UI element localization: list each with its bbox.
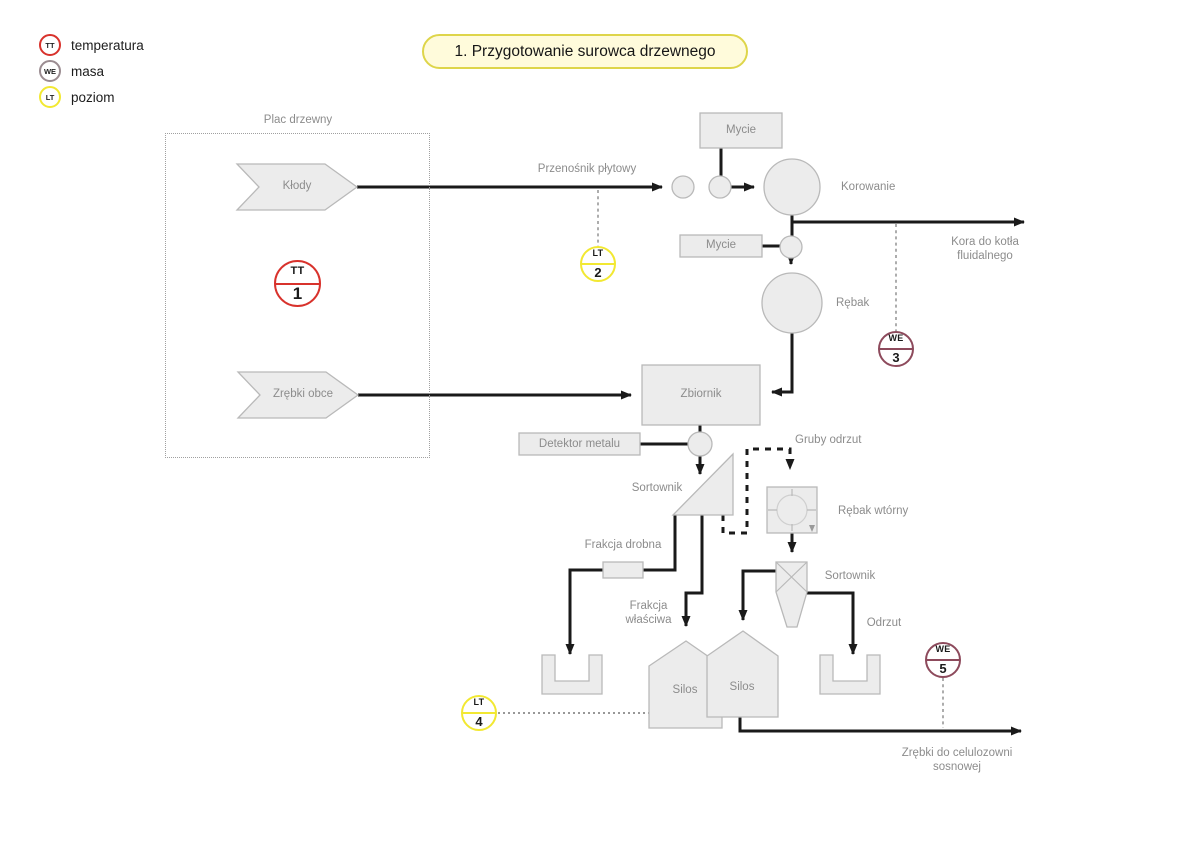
instrument-we3: WE 3 xyxy=(878,331,914,367)
detektor-roller xyxy=(687,431,713,457)
instrument-tag: TT xyxy=(290,264,305,277)
silos2-label: Silos xyxy=(729,681,755,693)
instrument-number: 4 xyxy=(475,714,483,729)
plac-drzewny-frame xyxy=(165,133,430,458)
legend-item-poziom: LT poziom xyxy=(39,86,115,108)
zbiornik-label: Zbiornik xyxy=(680,388,722,400)
kora-do-kotla-label: Kora do kotła fluidalnego xyxy=(951,236,1019,262)
flow-gruby-odrzut xyxy=(721,447,795,535)
klody-chevron xyxy=(235,163,359,211)
bin-frakcja-drobna xyxy=(541,654,603,695)
frakcja-drobna-box xyxy=(602,561,644,579)
flow-sortownik2-odrzut xyxy=(807,591,858,655)
flow-frakcja-drobna xyxy=(565,515,677,655)
przenosnik-plytowy-label: Przenośnik płytowy xyxy=(537,163,637,175)
mycie-box-1 xyxy=(699,112,783,149)
legend-label: poziom xyxy=(71,89,115,105)
legend-we-icon: WE xyxy=(39,60,61,82)
instrument-divider xyxy=(276,282,319,285)
detektor-metalu-label: Detektor metalu xyxy=(538,438,621,450)
rebak-circle xyxy=(761,272,823,334)
conveyor-roller-2 xyxy=(708,175,732,199)
gruby-odrzut-label: Gruby odrzut xyxy=(795,434,862,446)
instrument-divider xyxy=(927,659,959,661)
zbiornik-box xyxy=(641,364,761,426)
detektor-metalu-box xyxy=(518,432,641,456)
klody-label: Kłody xyxy=(282,180,312,192)
sortownik1-triangle xyxy=(671,452,734,516)
instrument-divider xyxy=(582,263,614,265)
process-shapes xyxy=(235,112,881,729)
instrument-number: 1 xyxy=(292,283,303,303)
legend-label: masa xyxy=(71,63,105,79)
instrument-number: 2 xyxy=(594,265,602,280)
wash-roller xyxy=(779,235,803,259)
plac-drzewny-label: Plac drzewny xyxy=(263,114,333,126)
flow-sortownik2-to-silos xyxy=(738,569,776,621)
korowanie-circle xyxy=(763,158,821,216)
silos1-label: Silos xyxy=(672,684,698,696)
bin-odrzut xyxy=(819,654,881,695)
rebak-wtorny-label: Rębak wtórny xyxy=(838,505,909,517)
frakcja-wlasciwa-label: Frakcja właściwa xyxy=(625,600,672,626)
instrument-lt4: LT 4 xyxy=(461,695,497,731)
legend-lt-icon: LT xyxy=(39,86,61,108)
odrzut-label: Odrzut xyxy=(866,617,902,629)
instrument-tag: WE xyxy=(888,333,904,343)
instrument-tag: LT xyxy=(592,248,604,258)
flow-rebak-to-zbiornik xyxy=(771,333,794,397)
conveyor-roller-1 xyxy=(671,175,695,199)
sortownik2-cross xyxy=(775,561,808,593)
korowanie-label: Korowanie xyxy=(841,181,896,193)
zrebki-do-celulozowni-label: Zrębki do celulozowni sosnowej xyxy=(901,747,1013,773)
instrument-divider xyxy=(463,712,495,714)
instrument-tt1: TT 1 xyxy=(274,260,321,307)
rebak-wtorny-corner-arrow xyxy=(809,525,815,532)
instrument-tag: LT xyxy=(473,697,485,707)
instrument-lt2: LT 2 xyxy=(580,246,616,282)
legend-item-temperatura: TT temperatura xyxy=(39,34,144,56)
legend-item-masa: WE masa xyxy=(39,60,104,82)
instrument-number: 3 xyxy=(892,350,900,365)
zrebki-obce-label: Zrębki obce xyxy=(272,388,334,400)
frakcja-drobna-label: Frakcja drobna xyxy=(584,539,662,551)
instrument-number: 5 xyxy=(939,661,947,676)
legend-tt-icon: TT xyxy=(39,34,61,56)
mycie1-label: Mycie xyxy=(725,124,757,136)
legend-label: temperatura xyxy=(71,37,144,53)
rebak-label: Rębak xyxy=(836,297,870,309)
mycie2-label: Mycie xyxy=(705,239,737,251)
flow-silos-out xyxy=(738,717,1022,736)
zrebki-obce-chevron xyxy=(236,371,360,419)
instrument-tag: WE xyxy=(935,644,951,654)
rebak-wtorny-rotor xyxy=(776,494,808,526)
flow-frakcja-wlasciwa xyxy=(681,515,704,627)
sortownik1-label: Sortownik xyxy=(631,482,683,494)
instrument-we5: WE 5 xyxy=(925,642,961,678)
mycie-box-2 xyxy=(679,234,763,258)
instrument-divider xyxy=(880,348,912,350)
page-title: 1. Przygotowanie surowca drzewnego xyxy=(422,34,748,69)
silos-2 xyxy=(706,630,779,718)
sortownik2-label: Sortownik xyxy=(824,570,876,582)
rebak-wtorny-ticks xyxy=(768,489,816,531)
